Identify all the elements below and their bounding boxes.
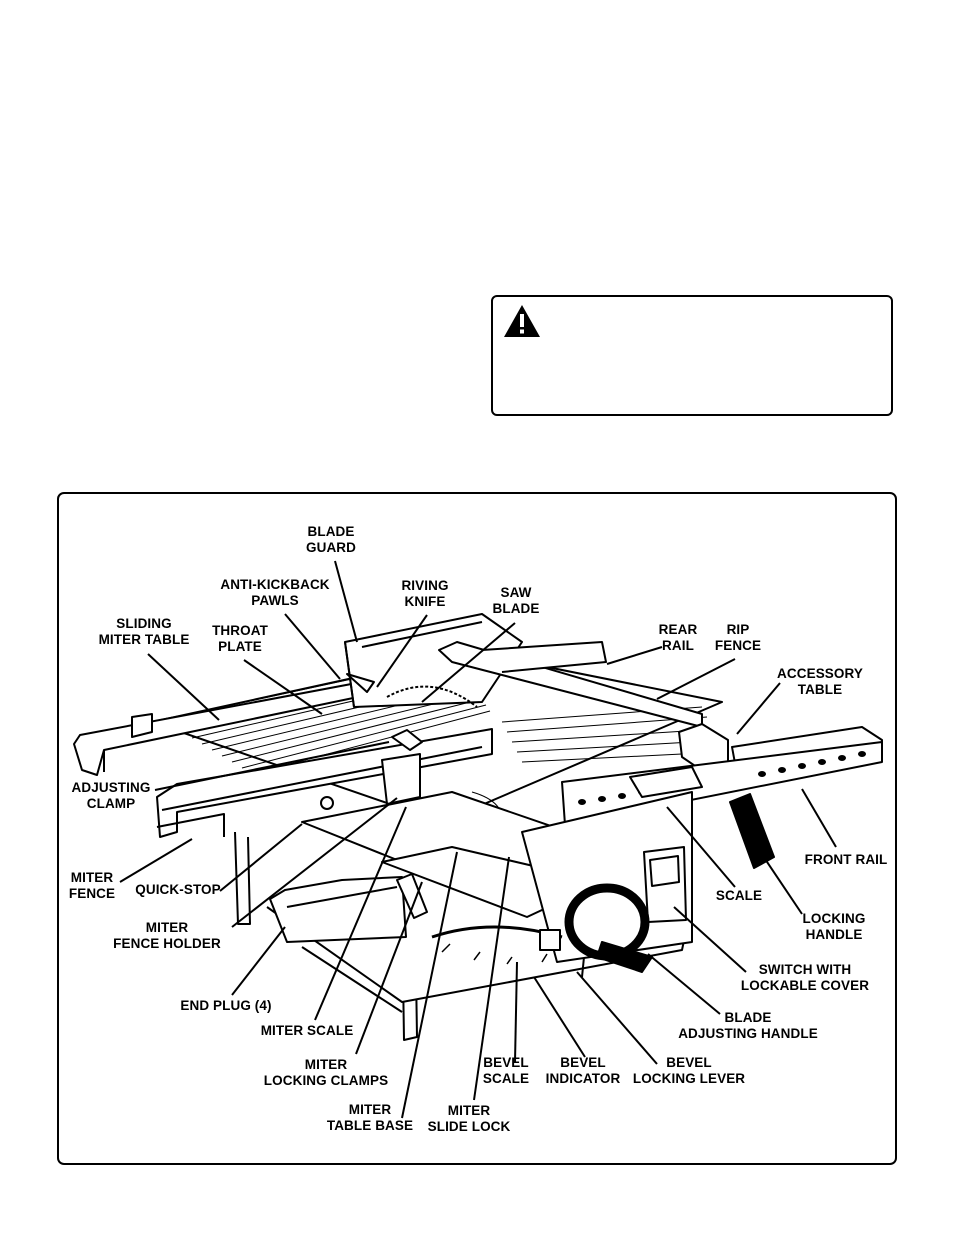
label-quick-stop: QUICK-STOP: [135, 882, 221, 897]
figure-box: [57, 492, 897, 1165]
label-front-rail: FRONT RAIL: [804, 852, 888, 867]
label-scale: SCALE: [715, 888, 763, 903]
warning-box: [491, 295, 893, 416]
table-saw-illustration: [73, 560, 883, 1119]
label-miter-scale: MITER SCALE: [260, 1023, 354, 1038]
warning-triangle-icon: [504, 305, 540, 337]
label-end-plug: END PLUG (4): [180, 998, 272, 1013]
